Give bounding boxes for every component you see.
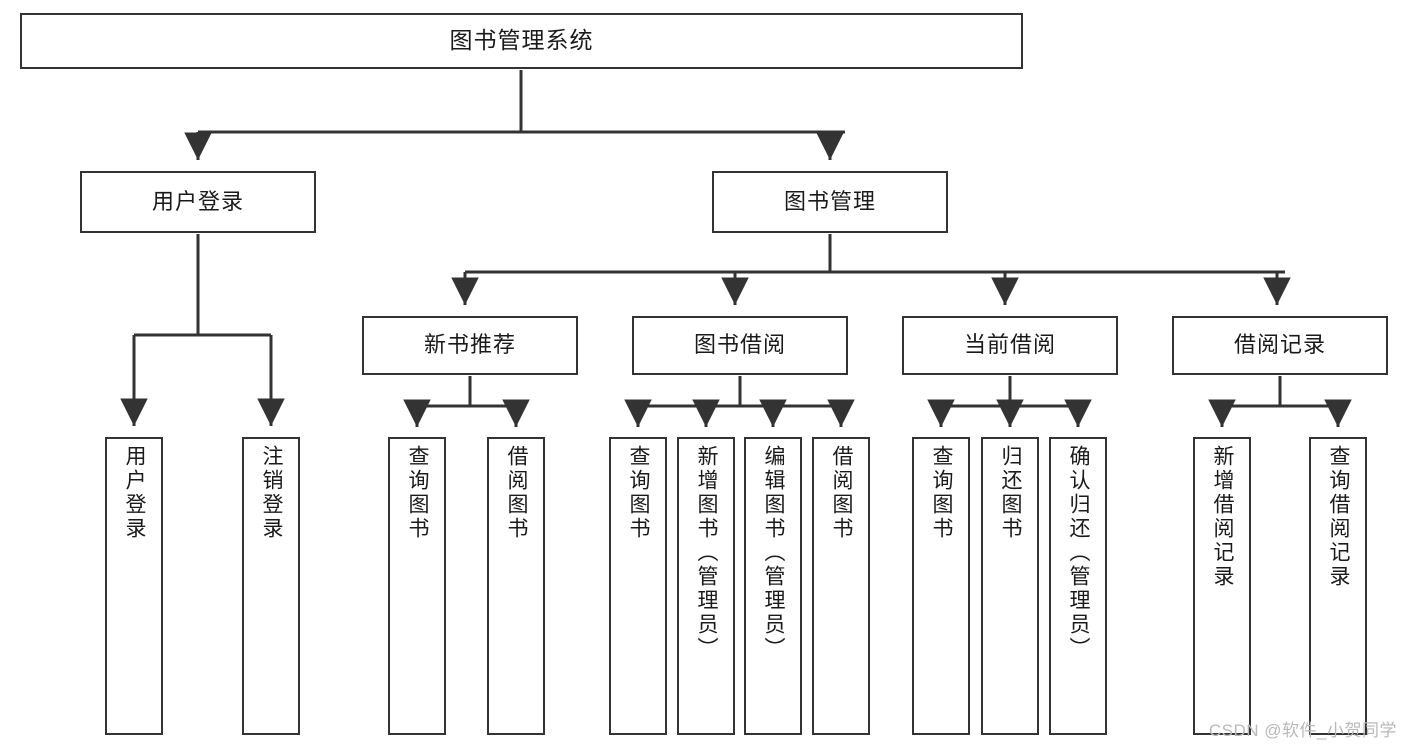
node-user-login-label: 用户登录 bbox=[151, 188, 244, 214]
node-leaf-logout-login[interactable]: 注销登录 bbox=[242, 437, 300, 735]
node-book-borrow[interactable]: 图书借阅 bbox=[632, 316, 848, 375]
node-leaf-borrow-book-2-label: 借阅图书 bbox=[830, 445, 854, 541]
node-book-manage-label: 图书管理 bbox=[783, 188, 876, 214]
node-leaf-query-book-3-label: 查询图书 bbox=[930, 445, 954, 541]
node-current-borrow-label: 当前借阅 bbox=[963, 332, 1056, 358]
node-root-label: 图书管理系统 bbox=[449, 27, 594, 54]
node-leaf-query-record[interactable]: 查询借阅记录 bbox=[1309, 437, 1367, 735]
watermark: CSDN @软件_小贺同学 bbox=[1208, 721, 1397, 740]
node-leaf-query-book-3[interactable]: 查询图书 bbox=[912, 437, 970, 735]
node-borrow-record[interactable]: 借阅记录 bbox=[1172, 316, 1388, 375]
node-leaf-add-book-label: 新增图书（管理员） bbox=[695, 445, 719, 661]
node-leaf-add-record-label: 新增借阅记录 bbox=[1211, 445, 1235, 589]
node-leaf-query-book-2[interactable]: 查询图书 bbox=[609, 437, 667, 735]
node-leaf-user-login-label: 用户登录 bbox=[123, 445, 147, 541]
node-leaf-confirm-return-label: 确认归还（管理员） bbox=[1067, 445, 1091, 661]
node-leaf-query-record-label: 查询借阅记录 bbox=[1327, 445, 1351, 589]
node-leaf-edit-book[interactable]: 编辑图书（管理员） bbox=[744, 437, 802, 735]
node-leaf-logout-login-label: 注销登录 bbox=[260, 445, 284, 541]
node-new-book-recommend[interactable]: 新书推荐 bbox=[362, 316, 578, 375]
node-leaf-return-book[interactable]: 归还图书 bbox=[981, 437, 1039, 735]
node-leaf-return-book-label: 归还图书 bbox=[999, 445, 1023, 541]
node-current-borrow[interactable]: 当前借阅 bbox=[902, 316, 1118, 375]
node-book-borrow-label: 图书借阅 bbox=[693, 332, 786, 358]
node-user-login[interactable]: 用户登录 bbox=[80, 171, 316, 233]
node-leaf-borrow-book-1[interactable]: 借阅图书 bbox=[487, 437, 545, 735]
node-leaf-add-record[interactable]: 新增借阅记录 bbox=[1193, 437, 1251, 735]
node-root[interactable]: 图书管理系统 bbox=[20, 13, 1023, 69]
node-leaf-borrow-book-1-label: 借阅图书 bbox=[505, 445, 529, 541]
node-leaf-edit-book-label: 编辑图书（管理员） bbox=[762, 445, 786, 661]
node-new-book-recommend-label: 新书推荐 bbox=[423, 332, 516, 358]
node-leaf-user-login[interactable]: 用户登录 bbox=[105, 437, 163, 735]
node-leaf-borrow-book-2[interactable]: 借阅图书 bbox=[812, 437, 870, 735]
node-leaf-confirm-return[interactable]: 确认归还（管理员） bbox=[1049, 437, 1107, 735]
node-leaf-query-book-1-label: 查询图书 bbox=[406, 445, 430, 541]
node-leaf-add-book[interactable]: 新增图书（管理员） bbox=[677, 437, 735, 735]
node-leaf-query-book-2-label: 查询图书 bbox=[627, 445, 651, 541]
node-leaf-query-book-1[interactable]: 查询图书 bbox=[388, 437, 446, 735]
node-borrow-record-label: 借阅记录 bbox=[1233, 332, 1326, 358]
node-book-manage[interactable]: 图书管理 bbox=[712, 171, 948, 233]
